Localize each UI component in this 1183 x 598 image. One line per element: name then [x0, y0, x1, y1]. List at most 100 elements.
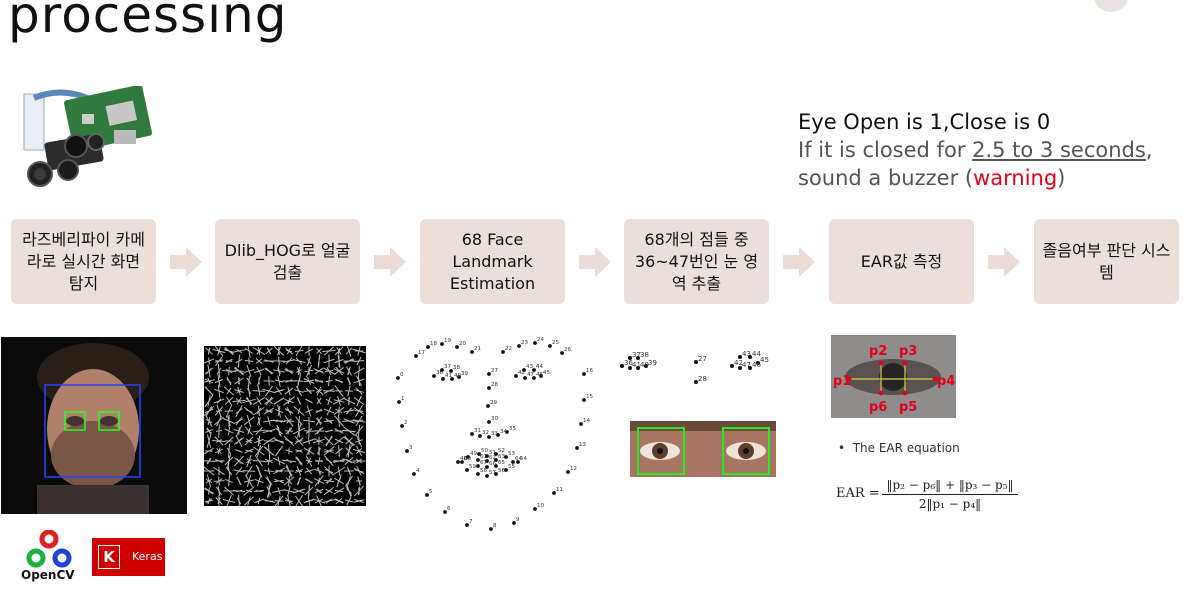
hog-gradient	[214, 388, 224, 394]
hog-gradient	[206, 427, 212, 435]
hog-gradient	[235, 449, 243, 453]
landmark-label: 5	[429, 489, 433, 495]
step-camera-detection: 라즈베리파이 카메라로 실시간 화면 탐지	[11, 219, 156, 304]
hog-gradient	[347, 385, 351, 397]
hog-gradient	[332, 466, 346, 476]
hog-gradient	[343, 426, 355, 436]
hog-gradient	[244, 426, 254, 436]
hog-gradient	[204, 386, 214, 396]
ear-denominator: 2‖p₁ − p₄‖	[918, 497, 982, 511]
ear-point-label: p4	[937, 374, 955, 389]
hog-gradient	[233, 428, 245, 434]
landmark-point	[466, 455, 470, 459]
landmark-label: 65	[498, 460, 505, 466]
hog-gradient	[226, 376, 232, 386]
ear-point-label: p6	[869, 400, 887, 415]
hog-gradient	[264, 500, 274, 502]
hog-gradient	[355, 439, 363, 443]
note-text: If it is closed for	[798, 138, 973, 162]
eye-landmark-label: 41	[632, 361, 641, 369]
note-text: ,	[1145, 138, 1153, 162]
ear-point-label: p1	[833, 374, 851, 389]
landmark-point	[532, 368, 536, 372]
landmark-point	[450, 377, 454, 381]
hog-gradient	[316, 397, 322, 405]
hog-gradient	[326, 478, 332, 484]
hog-gradient	[204, 447, 214, 455]
hog-gradient	[204, 488, 215, 494]
hog-gradient	[206, 474, 212, 488]
hog-gradient	[305, 409, 313, 413]
hog-gradient	[274, 500, 284, 502]
hog-gradient	[235, 358, 243, 364]
hog-gradient	[345, 445, 353, 457]
landmark-point	[400, 424, 404, 428]
landmark-point	[511, 460, 515, 464]
landmark-label: 38	[453, 365, 460, 371]
eye-landmark-point	[756, 361, 760, 365]
landmark-label: 28	[491, 382, 498, 388]
hog-gradient	[292, 488, 306, 494]
hog-gradient	[334, 415, 344, 427]
landmark-label: 64	[515, 456, 522, 462]
landmark-label: 30	[491, 416, 498, 422]
landmark-label: 61	[480, 454, 487, 460]
hog-gradient	[244, 448, 254, 454]
hog-gradient	[225, 466, 233, 476]
hog-gradient	[316, 495, 322, 506]
hog-gradient	[287, 485, 291, 497]
hog-gradient	[266, 477, 272, 485]
note-text: )	[1057, 166, 1066, 190]
landmark-label: 32	[482, 430, 489, 436]
hog-gradient	[277, 456, 281, 466]
hog-gradient	[313, 478, 325, 484]
hog-gradient	[264, 470, 274, 472]
ear-bullet-text: The EAR equation	[852, 441, 960, 455]
landmark-label: 67	[480, 460, 487, 466]
landmark-label: 40	[454, 373, 461, 379]
hog-gradient	[264, 359, 274, 363]
landmark-label: 29	[490, 400, 497, 406]
landmark-point	[412, 472, 416, 476]
landmark-point	[552, 491, 556, 495]
note-eye-state: Eye Open is 1,Close is 0	[798, 110, 1051, 134]
hog-gradient	[347, 476, 351, 486]
landmark-point	[505, 430, 509, 434]
hog-gradient	[252, 390, 266, 392]
hog-gradient	[215, 430, 223, 432]
landmark-point	[449, 369, 453, 373]
landmark-point	[489, 527, 493, 531]
hog-gradient	[342, 458, 356, 464]
hog-gradient	[215, 486, 223, 496]
landmark-point	[465, 523, 469, 527]
hog-gradient	[256, 407, 262, 415]
hog-gradient	[292, 427, 306, 435]
hog-gradient	[257, 466, 261, 476]
landmark-point	[432, 374, 436, 378]
landmark-point	[485, 454, 489, 458]
hog-gradient	[307, 356, 311, 366]
hog-gradient	[333, 368, 345, 374]
landmark-label: 21	[474, 346, 481, 352]
hog-gradient	[304, 469, 314, 473]
landmark-label: 25	[552, 340, 559, 346]
hog-gradient	[313, 368, 325, 374]
landmark-point	[485, 465, 489, 469]
hog-gradient	[215, 448, 223, 454]
eye-landmark-label: 36	[624, 359, 633, 367]
hog-gradient	[237, 386, 241, 396]
ear-equation-lhs: EAR =	[836, 486, 880, 501]
hog-gradient	[267, 444, 271, 458]
landmark-label: 27	[491, 368, 498, 374]
landmark-point	[440, 342, 444, 346]
landmark-label: 18	[430, 341, 437, 347]
hog-gradient	[265, 459, 273, 463]
hog-gradient	[284, 500, 294, 502]
landmark-label: 7	[469, 519, 473, 525]
landmark-label: 52	[498, 448, 505, 454]
hog-gradient	[336, 346, 342, 356]
hog-gradient	[208, 357, 210, 365]
hog-gradient	[233, 489, 245, 493]
hog-gradient	[334, 438, 344, 444]
